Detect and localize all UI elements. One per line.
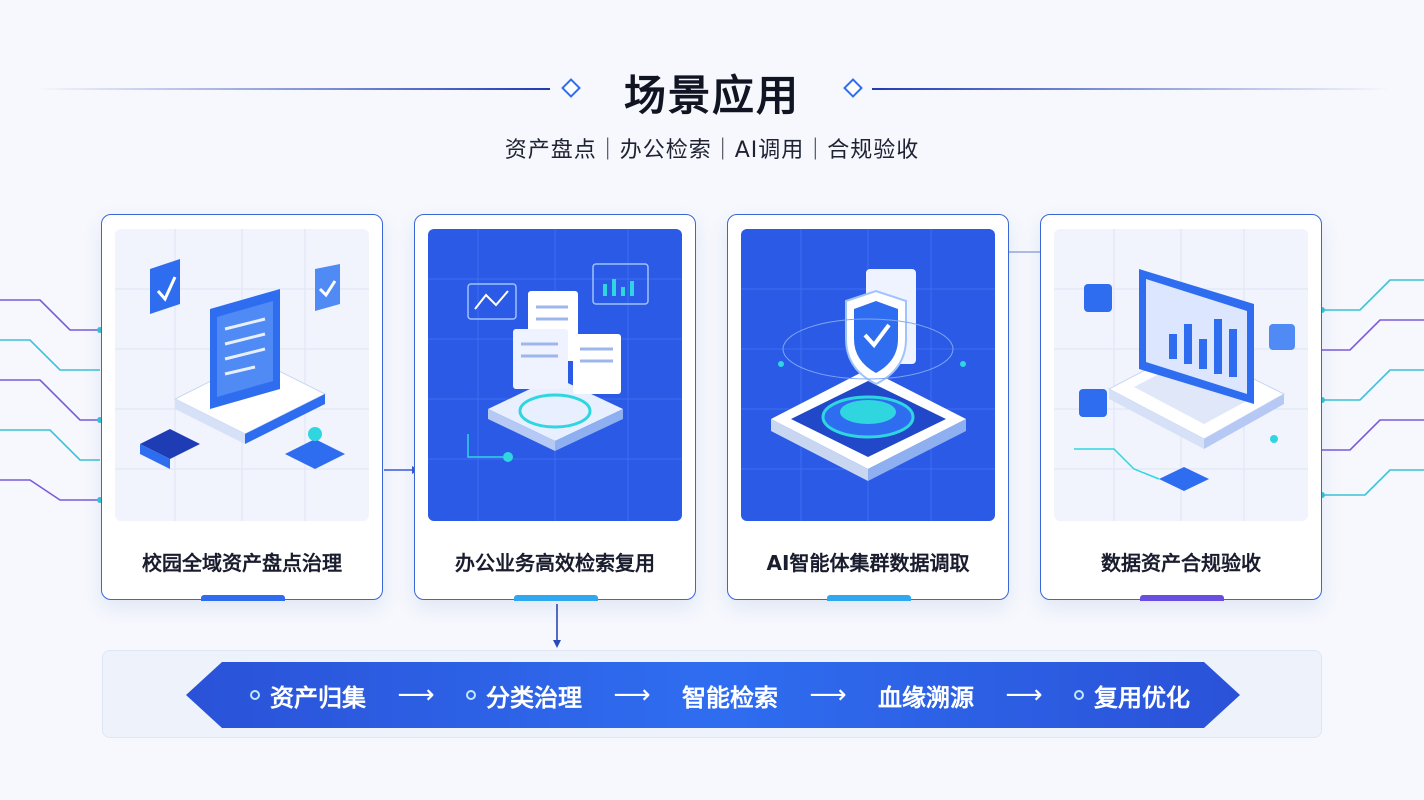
- card-label: 办公业务高效检索复用: [455, 551, 655, 575]
- card-label: AI智能体集群数据调取: [766, 551, 970, 575]
- title-line-right: [872, 88, 1390, 90]
- step-dot-icon: [466, 690, 476, 700]
- page-subtitle: 资产盘点｜办公检索｜AI调用｜合规验收: [504, 138, 920, 163]
- process-flow-steps: 资产归集 ⟶ 分类治理 ⟶ 智能检索 ⟶ 血缘溯源 ⟶ 复用优化: [250, 662, 1190, 728]
- arrow-right-icon: ⟶: [1005, 680, 1043, 710]
- flow-step-label: 智能检索: [682, 683, 778, 712]
- card-label: 校园全域资产盘点治理: [142, 551, 342, 575]
- analytics-laptop-illustration: [1054, 229, 1308, 521]
- flow-step-reuse-optimize: 复用优化: [1074, 678, 1190, 713]
- scenario-card-ai-agent-data[interactable]: AI智能体集群数据调取: [727, 214, 1009, 601]
- flow-step-label: 复用优化: [1094, 683, 1190, 712]
- arrow-right-icon: ⟶: [809, 680, 847, 710]
- arrow-right-icon: ⟶: [613, 680, 651, 710]
- flow-step-label: 血缘溯源: [878, 683, 974, 712]
- flow-step-classification: 分类治理: [466, 678, 582, 713]
- flow-step-label: 资产归集: [270, 683, 366, 712]
- laptop-asset-illustration: [115, 229, 369, 521]
- flow-step-lineage-trace: 血缘溯源: [878, 678, 974, 713]
- card-tab-indicator: [514, 595, 598, 601]
- flow-step-smart-search: 智能检索: [682, 678, 778, 713]
- step-dot-icon: [250, 690, 260, 700]
- scenario-card-asset-inventory[interactable]: 校园全域资产盘点治理: [101, 214, 383, 601]
- arrow-right-icon: ⟶: [397, 680, 435, 710]
- title-line-left: [35, 88, 550, 90]
- card-tab-indicator: [827, 595, 911, 601]
- shield-platform-illustration: [741, 229, 995, 521]
- document-search-illustration: [428, 229, 682, 521]
- page-title: 场景应用: [623, 71, 800, 120]
- card-tab-indicator: [201, 595, 285, 601]
- flow-step-label: 分类治理: [486, 683, 582, 712]
- step-dot-icon: [1074, 690, 1084, 700]
- process-flow-banner: [186, 662, 1240, 728]
- scenario-card-compliance-acceptance[interactable]: 数据资产合规验收: [1040, 214, 1322, 601]
- flow-step-asset-collection: 资产归集: [250, 678, 366, 713]
- scenario-card-office-search[interactable]: 办公业务高效检索复用: [414, 214, 696, 601]
- card-tab-indicator: [1140, 595, 1224, 601]
- card-label: 数据资产合规验收: [1101, 551, 1261, 575]
